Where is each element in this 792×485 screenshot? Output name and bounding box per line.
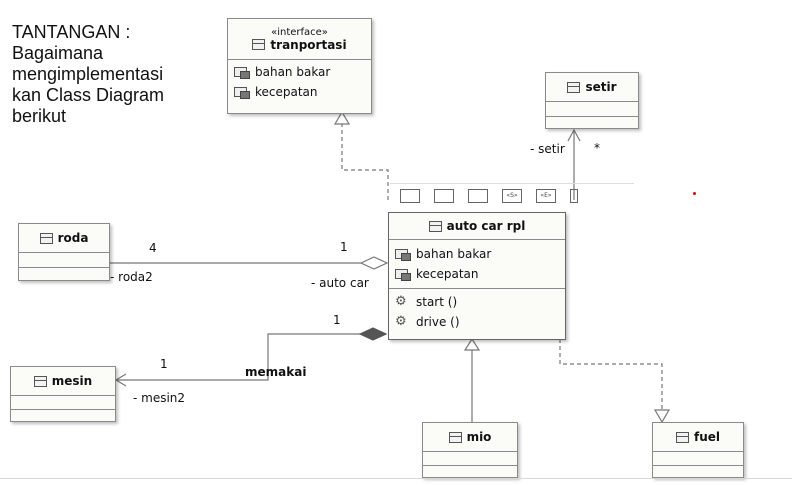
attributes-section: bahan bakar kecepatan [228,60,371,102]
challenge-line: TANTANGAN : [12,22,131,42]
class-name: tranportasi [270,37,347,52]
diagram-toolbar: «S» «E» [390,183,634,207]
class-box-mio[interactable]: mio [422,422,518,478]
challenge-text: TANTANGAN : Bagaimana mengimplementasi k… [12,22,212,127]
challenge-line: kan Class Diagram [12,85,165,105]
generalization-arrowhead-mio [463,337,481,351]
attribute-row[interactable]: kecepatan [228,82,371,102]
aggregation-diamond [359,256,389,270]
attribute-label: kecepatan [416,267,479,281]
autocar-role-label: - auto car [311,276,369,290]
attribute-label: bahan bakar [416,247,492,261]
operation-label: start () [416,295,458,309]
enum-icon[interactable] [468,188,488,203]
class-box-auto-car-rpl[interactable]: auto car rpl bahan bakar kecepatan ⚙ star… [388,212,566,340]
more-icon[interactable] [570,188,578,203]
class-header: auto car rpl [389,213,565,240]
field-icon [234,66,250,79]
class-name: roda [57,231,89,245]
class-icon [33,375,47,387]
class-name: setir [585,80,617,94]
setir-role-label: - setir [530,142,565,156]
class-header: mio [423,423,517,452]
class-name: mio [466,430,492,444]
open-arrow-setir [567,128,581,142]
realization-line-interface [341,122,389,200]
open-arrow-mesin [114,373,127,387]
red-dot-marker [693,192,696,195]
class-box-roda[interactable]: roda [18,223,110,281]
attributes-section [11,396,115,410]
attribute-row[interactable]: bahan bakar [228,62,371,82]
class-box-fuel[interactable]: fuel [652,422,744,478]
class-header: fuel [653,423,743,452]
gear-icon: ⚙ [395,294,407,309]
challenge-line: Bagaimana [12,43,104,63]
roda-multiplicity: 4 [149,241,157,255]
roda-role-label: - roda2 [110,270,153,284]
composition-line-mesin [117,333,360,381]
class-box-tranportasi[interactable]: «interface» tranportasi bahan bakar kece… [227,18,372,114]
class-header: mesin [11,367,115,396]
class-name: auto car rpl [446,219,526,233]
class-icon [448,431,462,443]
class-box-setir[interactable]: setir [545,72,639,129]
field-icon [395,268,411,281]
attributes-section [423,452,517,466]
class-icon [39,232,53,244]
class-icon[interactable] [434,188,454,203]
class-header: roda [19,224,109,253]
dependency-line-fuel [559,339,663,410]
mesin-role-label: - mesin2 [133,391,186,405]
attribute-row[interactable]: kecepatan [389,264,565,284]
attribute-label: bahan bakar [255,65,331,79]
class-box-mesin[interactable]: mesin [10,366,116,422]
interface-icon[interactable]: «E» [536,188,556,203]
operation-row[interactable]: ⚙ drive () [389,312,565,332]
stereotype-icon[interactable]: «S» [502,188,522,203]
class-icon [428,220,442,232]
gear-icon: ⚙ [395,314,407,329]
attribute-row[interactable]: bahan bakar [389,244,565,264]
bottom-divider [0,478,792,479]
field-icon [234,86,250,99]
operation-row[interactable]: ⚙ start () [389,292,565,312]
operations-section: ⚙ start () ⚙ drive () [389,289,565,335]
attributes-section [546,102,638,117]
challenge-line: mengimplementasi [12,64,164,84]
composition-diamond [358,327,388,341]
mesin-multiplicity: 1 [160,357,168,371]
setir-multiplicity: * [594,141,600,155]
attributes-section: bahan bakar kecepatan [389,240,565,289]
class-icon [567,81,581,93]
folder-icon[interactable] [400,188,420,203]
attributes-section [19,253,109,268]
attribute-label: kecepatan [255,85,318,99]
interface-icon [252,39,266,50]
class-header: setir [546,73,638,102]
realization-arrowhead-fuel [653,409,671,424]
stereotype-label: «interface» [271,26,328,38]
autocar-multiplicity: 1 [340,240,348,254]
attributes-section [653,452,743,466]
class-header: «interface» tranportasi [228,19,371,60]
operation-label: drive () [416,315,460,329]
class-name: mesin [51,374,93,388]
realization-arrowhead-interface [333,110,351,125]
composition-multiplicity: 1 [333,313,341,327]
class-name: fuel [693,430,720,444]
challenge-line: berikut [12,106,67,126]
memakai-label: memakai [245,365,307,379]
class-icon [675,431,689,443]
field-icon [395,248,411,261]
